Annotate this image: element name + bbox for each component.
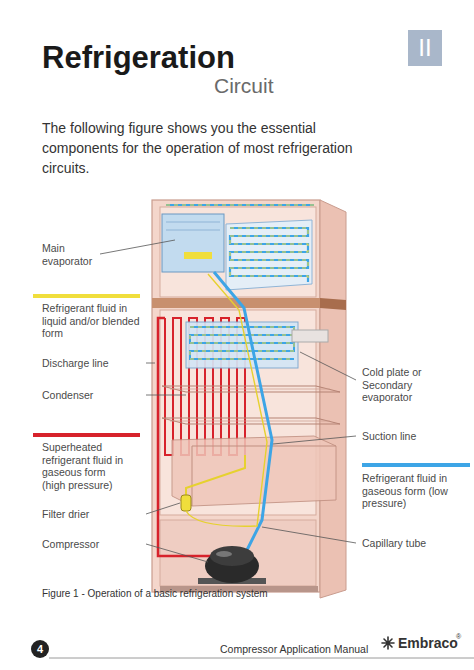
part-label: Condenser [42,389,142,402]
page-number-badge: 4 [31,640,49,658]
cabinet [152,200,320,592]
leader-lines [146,363,155,364]
main-evaporator [162,214,224,272]
footer-rule [49,658,474,659]
part-label: Suction line [362,430,462,443]
freezer-evaporator [166,204,314,205]
legend-bar [362,463,470,467]
shelves [292,330,328,342]
compressor [210,546,254,566]
shelves [162,418,340,424]
footer-rule [49,658,474,659]
legend-text: Refrigerant fluid in gaseous form (low p… [362,472,468,510]
leader-lines [146,395,186,396]
freezer-evaporator [230,228,308,282]
freezer-evaporator [226,220,312,290]
registered-mark: ® [456,633,461,641]
cabinet [320,200,346,598]
intro-paragraph: The following figure shows you the essen… [42,118,354,178]
capillary-tube [186,274,267,526]
brand-logo [382,637,394,649]
part-label: Main evaporator [42,242,97,267]
crisper-drawer [172,436,336,506]
page-title: Refrigeration [42,40,235,76]
legend-bar [33,433,140,437]
part-label: Filter drier [42,508,142,521]
divider-band [152,298,346,310]
cold-plate [186,322,298,368]
part-label: Discharge line [42,357,142,370]
leader-lines [273,436,356,444]
legend-bar [33,294,140,298]
legend-text: Superheated refrigerant fluid in gaseous… [42,441,130,491]
figure-caption: Figure 1 - Operation of a basic refriger… [42,588,268,600]
shelves [170,389,330,390]
leader-lines [146,544,208,562]
liquid-tube [186,455,245,495]
main-evaporator [166,222,220,230]
shelves [162,386,340,392]
freezer-evaporator [230,228,308,282]
cabinet [160,207,316,297]
filter-drier [181,495,191,511]
part-label: Cold plate or Secondary evaporator [362,366,440,404]
main-evaporator [162,214,224,272]
badge-text: 4 [37,644,43,655]
cabinet [152,200,346,598]
shelves [170,421,330,422]
suction-tube [214,272,272,552]
liquid-tube [186,455,245,495]
suction-tube [214,272,272,552]
part-label: Capillary tube [362,537,462,550]
crisper-drawer [172,436,336,506]
brand-name: Embraco [398,635,458,651]
main-evaporator [184,252,212,259]
cabinet [160,520,316,586]
leader-lines [100,240,175,254]
subtitle: Circuit [214,74,274,98]
footer-text: Compressor Application Manual [220,643,368,656]
leader-lines [262,527,356,543]
leader-lines [300,352,356,380]
compressor [160,546,318,592]
part-label: Compressor [42,538,142,551]
section-badge: II [408,30,442,66]
leader-lines [100,240,356,562]
brand-logo [382,637,394,649]
cold-plate [186,322,298,368]
badge-text: II [418,36,431,60]
leader-lines [146,503,180,514]
filter-drier [181,495,191,511]
divider-band [320,298,346,310]
legend-text: Refrigerant fluid in liquid and/or blend… [42,302,142,340]
compressor [216,551,232,557]
freezer-evaporator [166,204,314,206]
cold-plate [190,327,294,359]
cold-plate [190,327,294,359]
capillary-tube [186,274,267,526]
